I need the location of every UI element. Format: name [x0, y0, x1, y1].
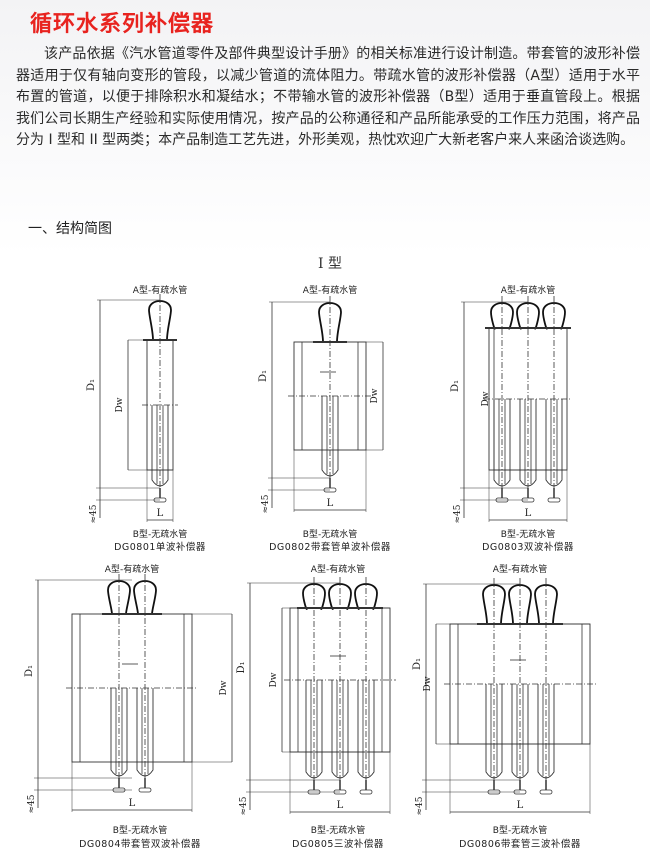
- figure-4-code: DG0804带套管双波补偿器: [79, 839, 201, 850]
- drain-plug: [547, 497, 561, 503]
- drain-pipe: [485, 684, 503, 779]
- figure-4-top-label: A型-有疏水管: [104, 565, 160, 575]
- figure-5-bottom-label: B型-无疏水管: [310, 826, 366, 836]
- figure-1-bottom-label: B型-无疏水管: [132, 530, 188, 540]
- page-title: 循环水系列补偿器: [30, 12, 215, 37]
- figure-5-code: DG0805三波补偿器: [292, 839, 384, 850]
- bellows-wave: [534, 584, 558, 625]
- d1-label: D₁: [412, 658, 423, 670]
- l-label: L: [337, 800, 344, 811]
- d1-label: D₁: [24, 665, 35, 677]
- approx45-label: ≈45: [27, 794, 37, 813]
- d1-label: D₁: [258, 370, 269, 382]
- figure-4-bottom-label: B型-无疏水管: [112, 826, 168, 836]
- drain-pipe: [357, 680, 375, 779]
- bellows-wave: [148, 300, 172, 341]
- drain-pipe: [305, 680, 323, 779]
- bellows-wave: [354, 583, 378, 610]
- drain-pipe: [331, 680, 349, 779]
- dw-label: Dw: [219, 680, 229, 695]
- drain-pipe: [545, 399, 563, 487]
- l-label: L: [517, 800, 524, 811]
- drain-pipe: [537, 684, 555, 779]
- dw-label: Dw: [269, 672, 279, 687]
- drain-plug: [539, 789, 553, 795]
- l-label: L: [525, 508, 532, 519]
- l-label: L: [129, 798, 136, 809]
- d1-label: D₁: [86, 379, 97, 391]
- drain-pipe: [321, 396, 339, 477]
- figure-3-top-label: A型-有疏水管: [500, 286, 556, 296]
- bellows-wave: [318, 302, 342, 343]
- drain-plug: [138, 787, 152, 793]
- bellows-wave: [302, 583, 326, 610]
- figure-1-top-label: A型-有疏水管: [132, 286, 188, 296]
- bellows-wave: [516, 302, 540, 330]
- approx45-label: ≈45: [453, 504, 463, 523]
- figure-6-code: DG0806带套管三波补偿器: [459, 839, 581, 850]
- bellows-wave: [482, 584, 506, 625]
- l-label: L: [157, 508, 164, 519]
- bellows-wave: [107, 580, 131, 615]
- dw-label: Dw: [481, 391, 491, 406]
- bellows-wave: [508, 584, 532, 625]
- drain-plug: [359, 789, 373, 795]
- dw-label: Dw: [370, 388, 380, 403]
- drain-pipe: [493, 399, 511, 487]
- figure-2-code: DG0802带套管单波补偿器: [269, 542, 391, 553]
- section-heading: 一、结构简图: [28, 221, 112, 237]
- bellows-wave: [542, 302, 566, 330]
- figure-2-bottom-label: B型-无疏水管: [302, 530, 358, 540]
- figure-6-bottom-label: B型-无疏水管: [492, 826, 548, 836]
- approx45-label: ≈45: [261, 494, 271, 513]
- figure-6-top-label: A型-有疏水管: [492, 565, 548, 575]
- figure-2-top-label: A型-有疏水管: [302, 286, 358, 296]
- drain-pipe: [110, 688, 128, 777]
- figure-5-top-label: A型-有疏水管: [310, 565, 366, 575]
- drain-pipe: [136, 688, 154, 777]
- dw-label: Dw: [115, 397, 125, 412]
- approx45-label: ≈45: [239, 796, 249, 815]
- intro-paragraph: 该产品依据《汽水管道零件及部件典型设计手册》的相关标准进行设计制造。带套管的波形…: [16, 46, 640, 148]
- type-heading: I 型: [318, 256, 342, 272]
- drain-pipe: [511, 684, 529, 779]
- approx45-label: ≈45: [89, 504, 99, 523]
- figure-1-code: DG0801单波补偿器: [114, 542, 206, 553]
- figure-3-code: DG0803双波补偿器: [482, 542, 574, 553]
- figure-3-bottom-label: B型-无疏水管: [500, 530, 556, 540]
- d1-label: D₁: [236, 661, 247, 673]
- drain-pipe: [151, 405, 169, 487]
- bellows-wave: [490, 302, 514, 330]
- bellows-wave: [328, 583, 352, 610]
- drain-pipe: [519, 399, 537, 487]
- approx45-label: ≈45: [415, 796, 425, 815]
- l-label: L: [327, 498, 334, 509]
- bellows-wave: [133, 580, 157, 615]
- d1-label: D₁: [450, 380, 461, 392]
- dw-label: Dw: [423, 676, 433, 691]
